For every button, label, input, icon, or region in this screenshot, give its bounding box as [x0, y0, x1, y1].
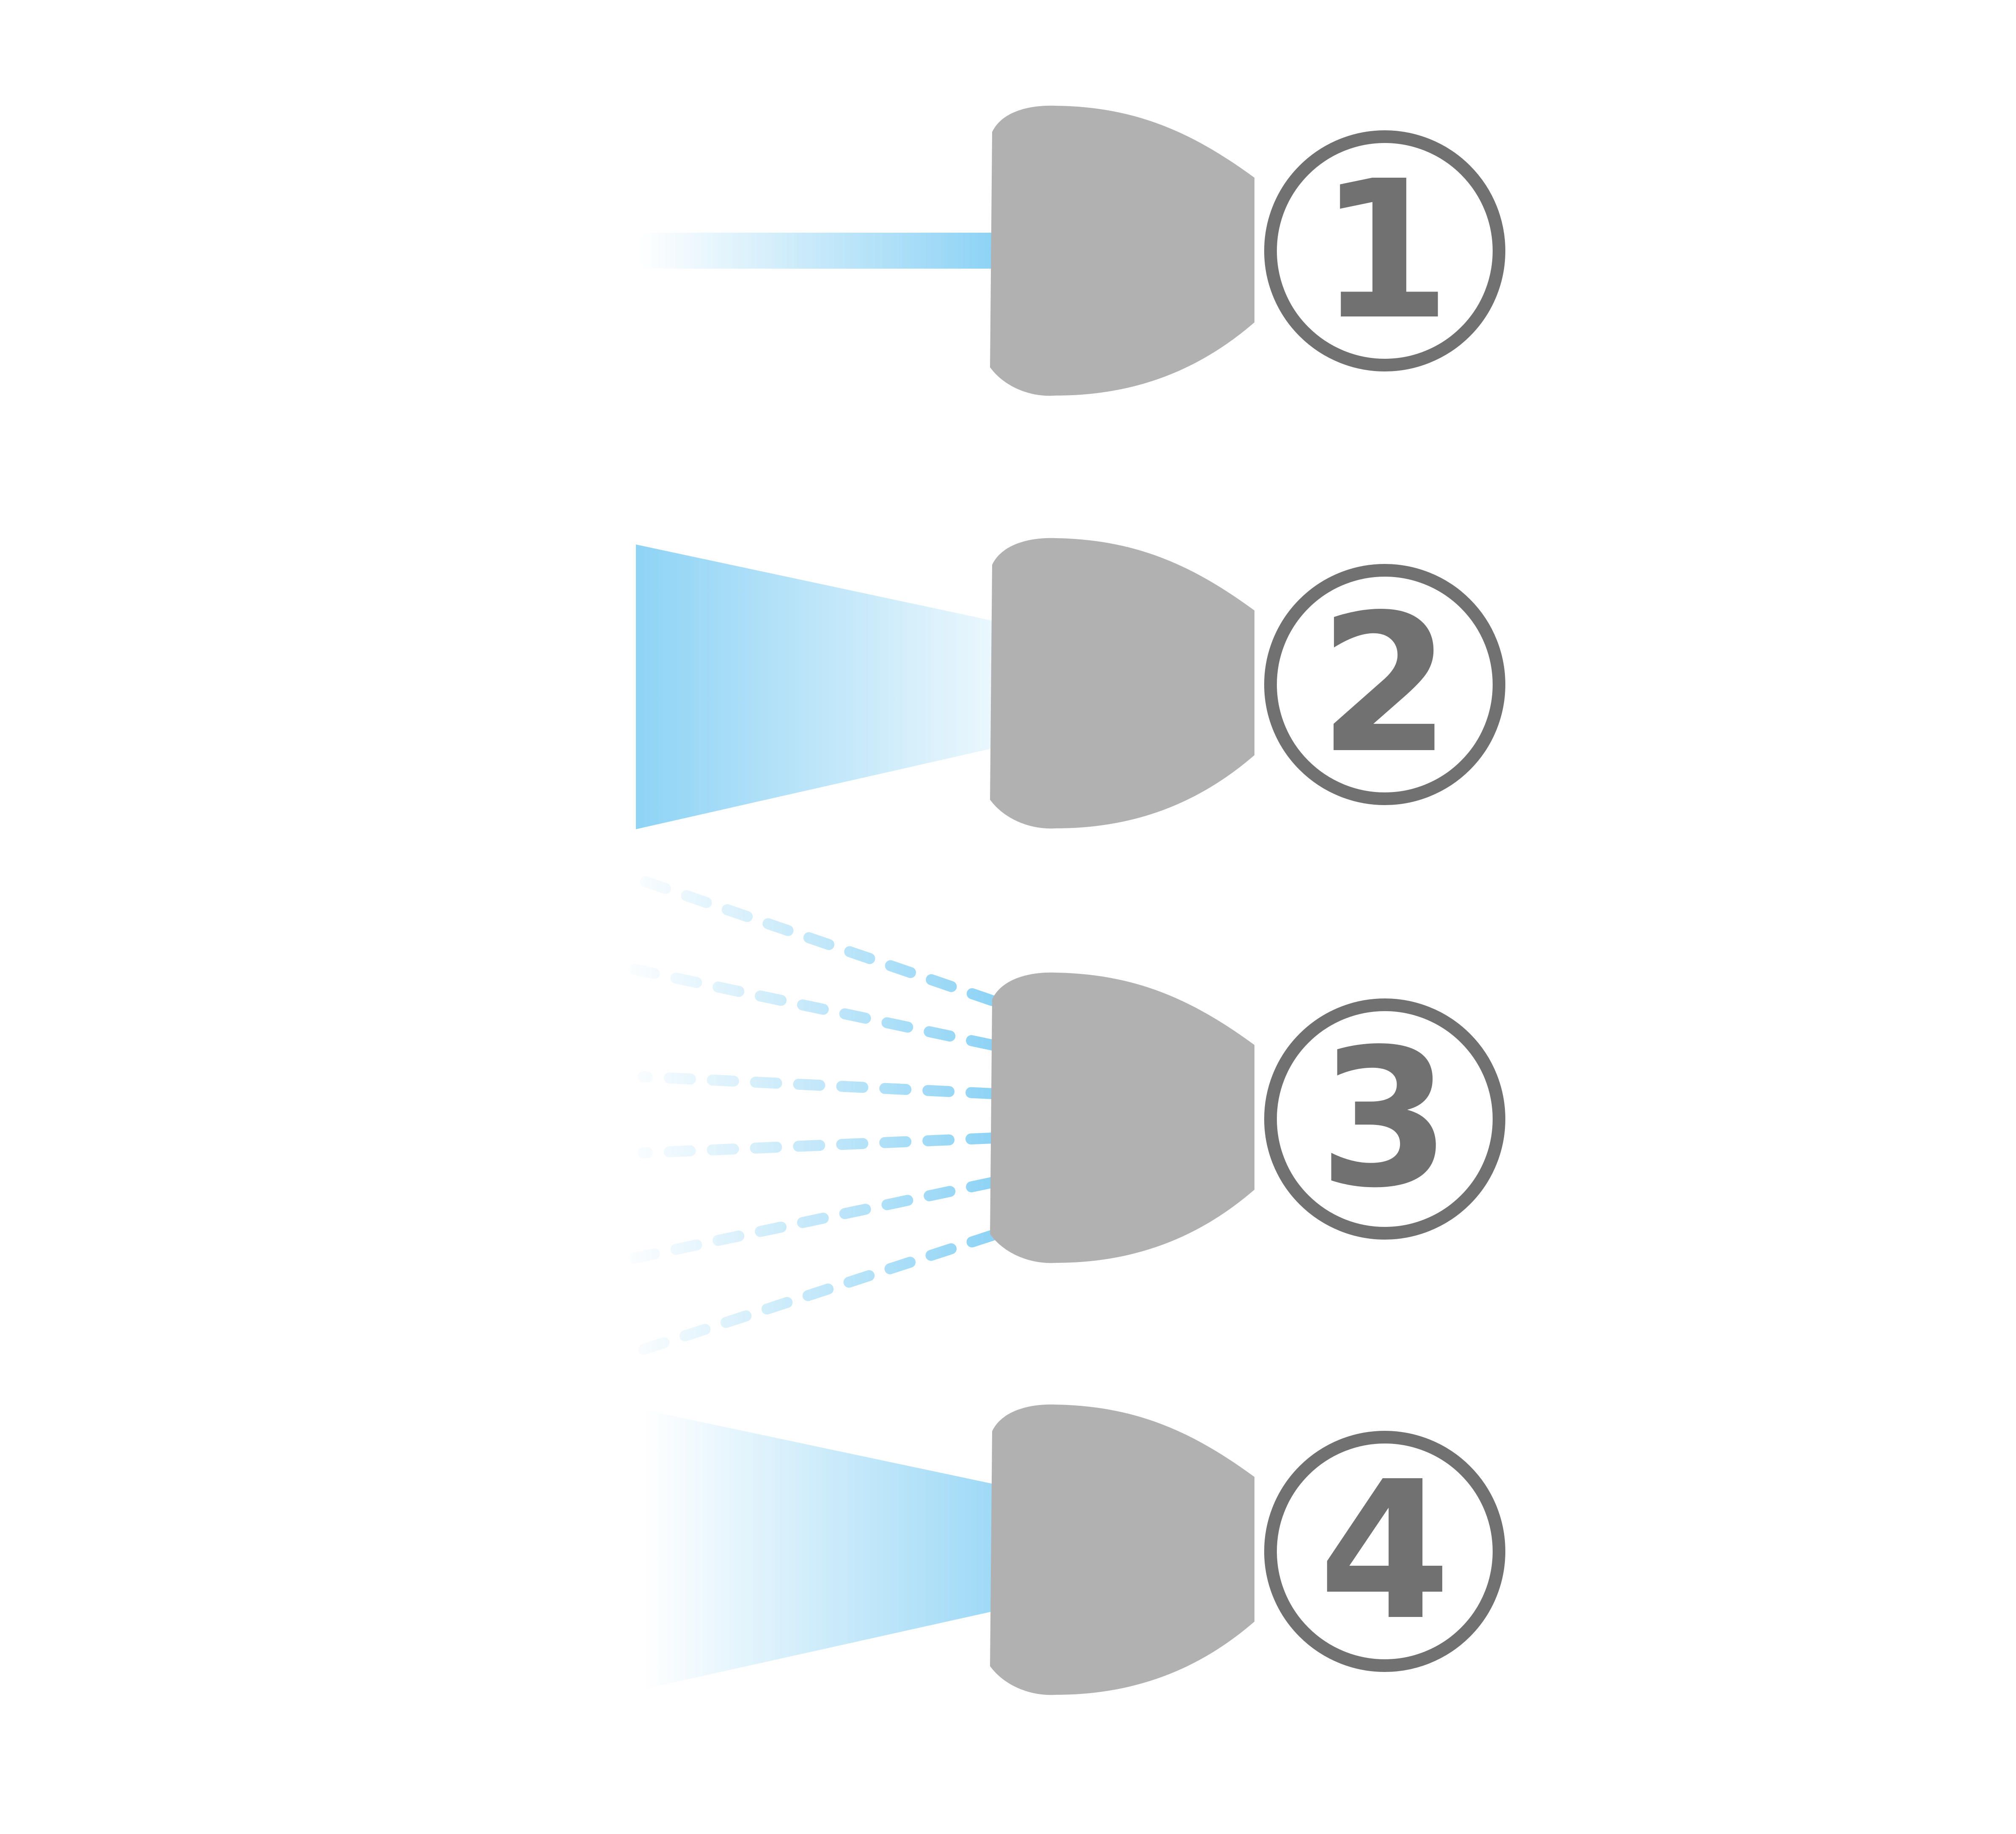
shower-jet	[616, 961, 998, 1050]
number-badge-4: 4	[1264, 1431, 1505, 1672]
number-badge-3: 3	[1264, 998, 1505, 1240]
nozzle-group-2: 2	[636, 538, 1505, 829]
shower-jet	[616, 1177, 998, 1266]
nozzle-body	[990, 538, 1254, 829]
nozzle-body	[990, 972, 1254, 1263]
shower-jet	[638, 1230, 998, 1355]
spray-cone	[639, 1409, 994, 1690]
badge-number: 1	[1318, 140, 1451, 362]
badge-number: 4	[1318, 1441, 1451, 1662]
number-badge-1: 1	[1264, 130, 1505, 371]
number-badge-2: 2	[1264, 564, 1505, 805]
nozzle-body	[990, 1404, 1254, 1695]
badge-ring	[1264, 564, 1505, 805]
badge-number: 3	[1318, 1008, 1451, 1230]
spray-fan	[636, 544, 994, 829]
nozzle-group-1: 1	[639, 105, 1505, 396]
nozzle-group-4: 4	[639, 1404, 1505, 1695]
badge-ring	[1264, 130, 1505, 371]
shower-jet	[638, 875, 998, 1006]
nozzle-group-3: 3	[616, 875, 1505, 1355]
badge-ring	[1264, 998, 1505, 1240]
nozzle-body	[990, 105, 1254, 396]
badge-ring	[1264, 1431, 1505, 1672]
spray-shower-jets	[616, 875, 998, 1355]
shower-jet	[638, 1133, 998, 1158]
badge-number: 2	[1318, 574, 1451, 795]
spray-jet	[639, 233, 994, 269]
shower-jet	[638, 1071, 998, 1099]
